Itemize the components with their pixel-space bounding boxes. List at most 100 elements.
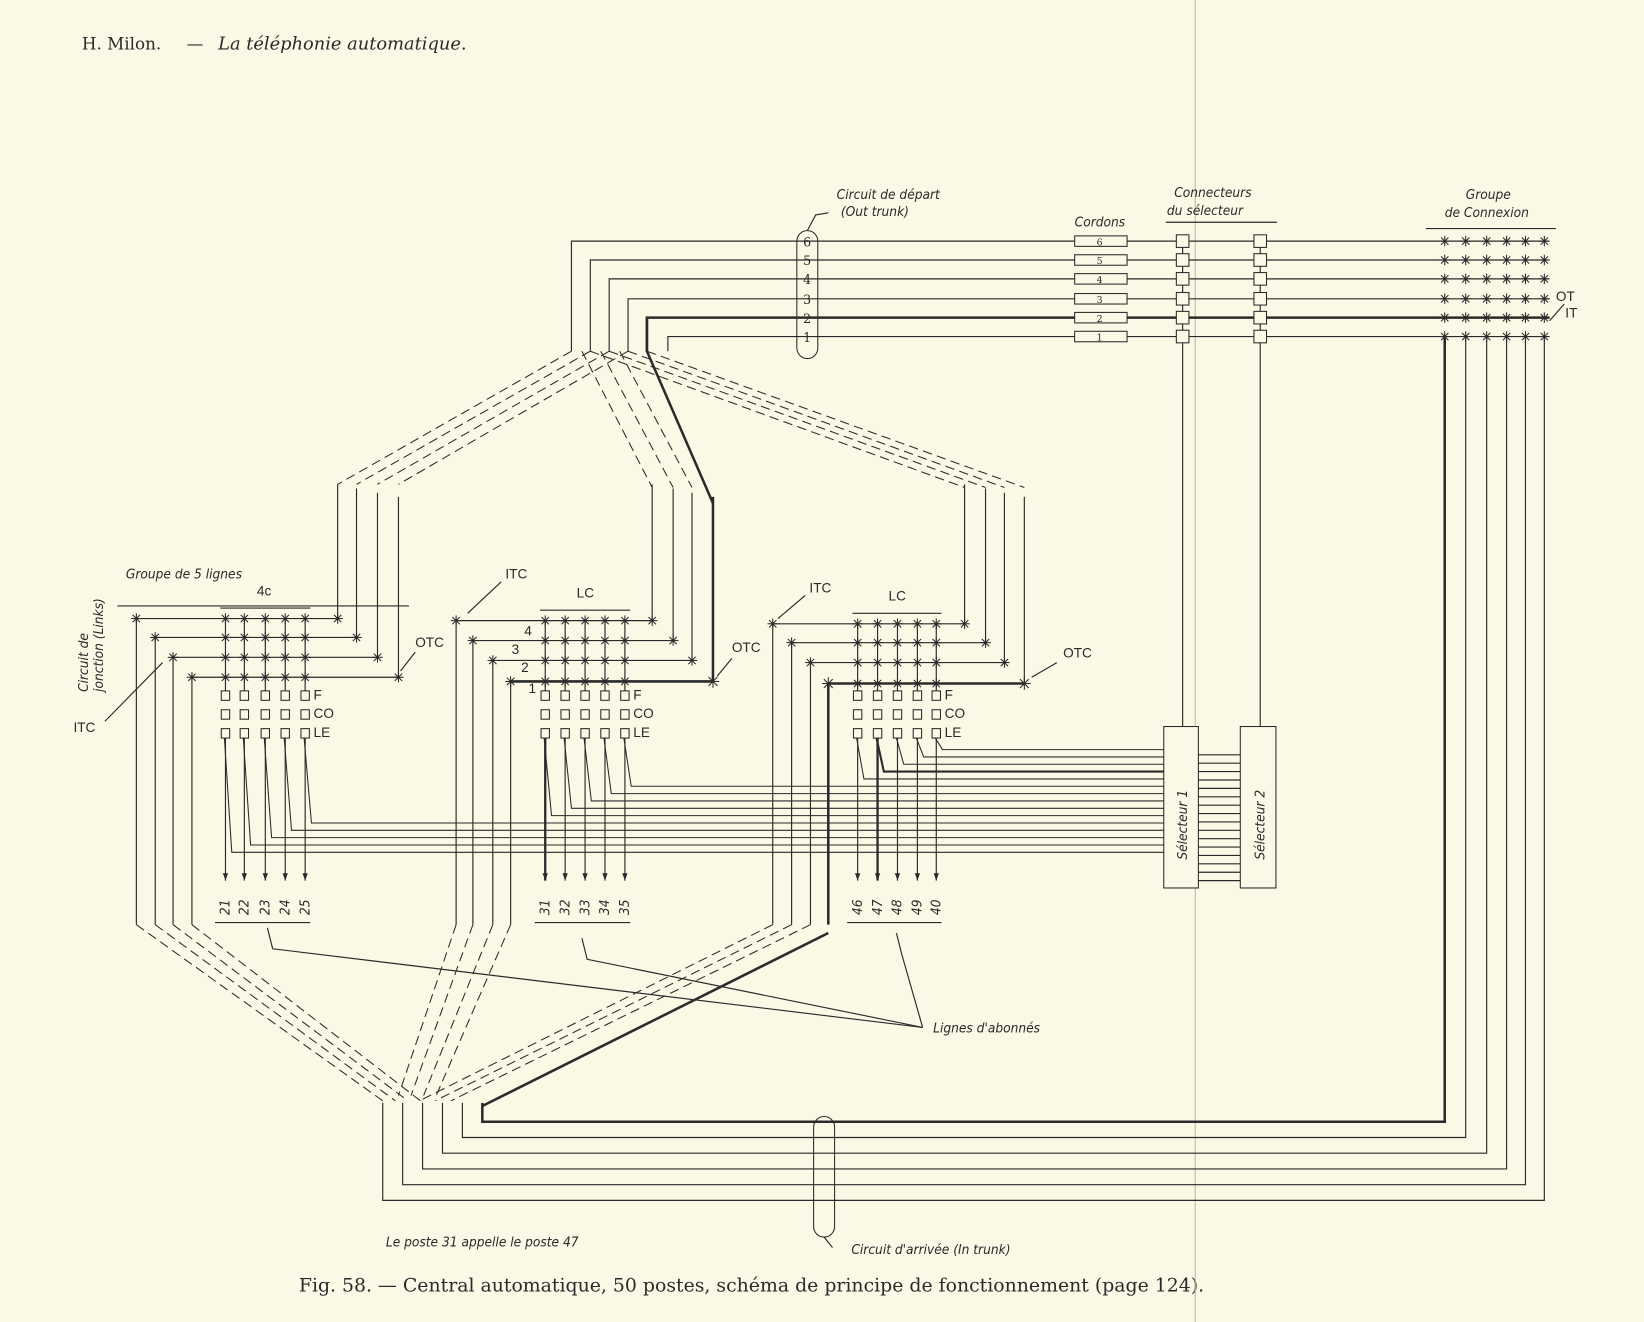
- cordon: [1074, 330, 1128, 343]
- active-link: [645, 317, 715, 504]
- crosspoint-star-icon: [1460, 312, 1471, 323]
- relay-box: [239, 709, 250, 720]
- relay-box: [620, 690, 630, 701]
- selector-wire: [856, 737, 1164, 780]
- return-line: [402, 336, 1527, 1186]
- crosspoint-star-icon: [1539, 273, 1550, 285]
- arrow-down-icon: [542, 873, 548, 881]
- selector-wire: [623, 737, 1164, 787]
- relay-label: LE: [945, 725, 962, 740]
- relay-box: [580, 728, 590, 739]
- dashed-link: [619, 350, 693, 488]
- dashed-link: [450, 924, 811, 1102]
- crosspoint-star-icon: [1460, 235, 1471, 247]
- return-line: [382, 336, 1545, 1201]
- subscriber-number: 49: [910, 899, 926, 915]
- it-label: IT: [1565, 306, 1577, 321]
- relay-box: [931, 709, 941, 720]
- out-trunk-sublabel: (Out trunk): [841, 204, 909, 220]
- cordon: [1074, 311, 1128, 324]
- groupe-connexion-label: Groupe: [1466, 187, 1511, 203]
- relay-box: [852, 728, 863, 739]
- selector-wire: [603, 737, 1164, 795]
- selector-2-label: Sélecteur 2: [1252, 790, 1268, 860]
- relay-box: [300, 709, 310, 720]
- itc-pointer: [777, 595, 806, 619]
- dashed-link: [600, 350, 674, 488]
- relay-box: [220, 690, 231, 701]
- dashed-link: [627, 350, 1005, 488]
- arrow-down-icon: [874, 873, 881, 881]
- dashed-link: [172, 924, 409, 1102]
- crosspoint-star-icon: [1520, 273, 1531, 285]
- itc-pointer: [104, 662, 163, 722]
- relay-box: [300, 728, 310, 739]
- arrow-down-icon: [562, 873, 568, 881]
- relay-box: [912, 728, 923, 739]
- out-trunk-label: Circuit de départ: [837, 187, 941, 203]
- otc-pointer: [400, 651, 416, 672]
- cordon-number: 3: [1097, 295, 1103, 306]
- itc-label: ITC: [505, 567, 527, 582]
- connector-square: [1175, 234, 1190, 248]
- relay-label: F: [633, 687, 641, 702]
- group-crossbar-label: LC: [577, 586, 595, 601]
- selector-wire: [915, 737, 1164, 758]
- dashed-link: [423, 924, 494, 1096]
- subscriber-number: 46: [850, 899, 866, 915]
- connector-square: [1253, 272, 1268, 286]
- relay-box: [600, 690, 610, 701]
- connector-square: [1175, 253, 1190, 267]
- out-trunk-number: 3: [803, 292, 811, 307]
- figure-caption: Fig. 58. — Central automatique, 50 poste…: [299, 1275, 1204, 1297]
- selector-wire: [303, 738, 1164, 824]
- connecteurs-label: Connecteurs: [1174, 185, 1252, 201]
- itc-pointer: [467, 581, 502, 614]
- trunk-line-3: [627, 298, 1550, 352]
- crosspoint-star-icon: [1539, 312, 1550, 323]
- crosspoint-star-icon: [1539, 293, 1550, 305]
- out-trunk-number: 1: [803, 330, 811, 345]
- relay-box: [872, 690, 883, 701]
- dashed-link: [435, 924, 512, 1096]
- crosspoint-star-icon: [1439, 312, 1450, 323]
- relay-box: [239, 690, 250, 701]
- return-line: [461, 336, 1467, 1139]
- trunk-line-4: [608, 278, 1550, 352]
- relay-label: LE: [633, 725, 650, 740]
- connector-square: [1253, 291, 1268, 306]
- relay-box: [540, 709, 550, 720]
- dashed-link: [136, 924, 384, 1102]
- arrow-down-icon: [914, 873, 921, 881]
- selector-wire: [875, 737, 1164, 773]
- subscriber-number: 40: [928, 899, 944, 915]
- subscriber-number: 25: [297, 899, 313, 915]
- arrow-down-icon: [302, 873, 308, 881]
- selector-1-box: [1163, 725, 1199, 889]
- selector-1-label: Sélecteur 1: [1175, 790, 1191, 860]
- connector-square: [1175, 272, 1190, 286]
- dashed-link: [191, 924, 421, 1102]
- out-trunk-pointer: [806, 212, 829, 231]
- subscriber-number: 35: [617, 899, 633, 915]
- lignes-abonnes-label: Lignes d'abonnés: [933, 1021, 1041, 1037]
- relay-box: [280, 709, 290, 720]
- circuit-jonction-sublabel: jonction (Links): [91, 598, 107, 694]
- return-line: [481, 336, 1446, 1124]
- in-trunk-pointer: [823, 1236, 833, 1248]
- relay-label: CO: [633, 706, 653, 721]
- trunk-line-6: [570, 240, 1550, 352]
- subscriber-number: 32: [557, 899, 573, 915]
- connector-square: [1253, 310, 1268, 325]
- row-number: 3: [512, 642, 520, 657]
- cordon-number: 6: [1097, 237, 1103, 248]
- selector-wire: [895, 737, 1164, 765]
- out-trunk-number: 4: [803, 272, 811, 287]
- subscriber-number: 47: [870, 899, 886, 915]
- running-header: H. Milon. — La téléphonie automatique.: [82, 33, 467, 54]
- relay-box: [239, 728, 250, 739]
- dashed-link: [398, 350, 629, 485]
- crosspoint-star-icon: [1520, 312, 1531, 323]
- relay-label: F: [945, 687, 953, 702]
